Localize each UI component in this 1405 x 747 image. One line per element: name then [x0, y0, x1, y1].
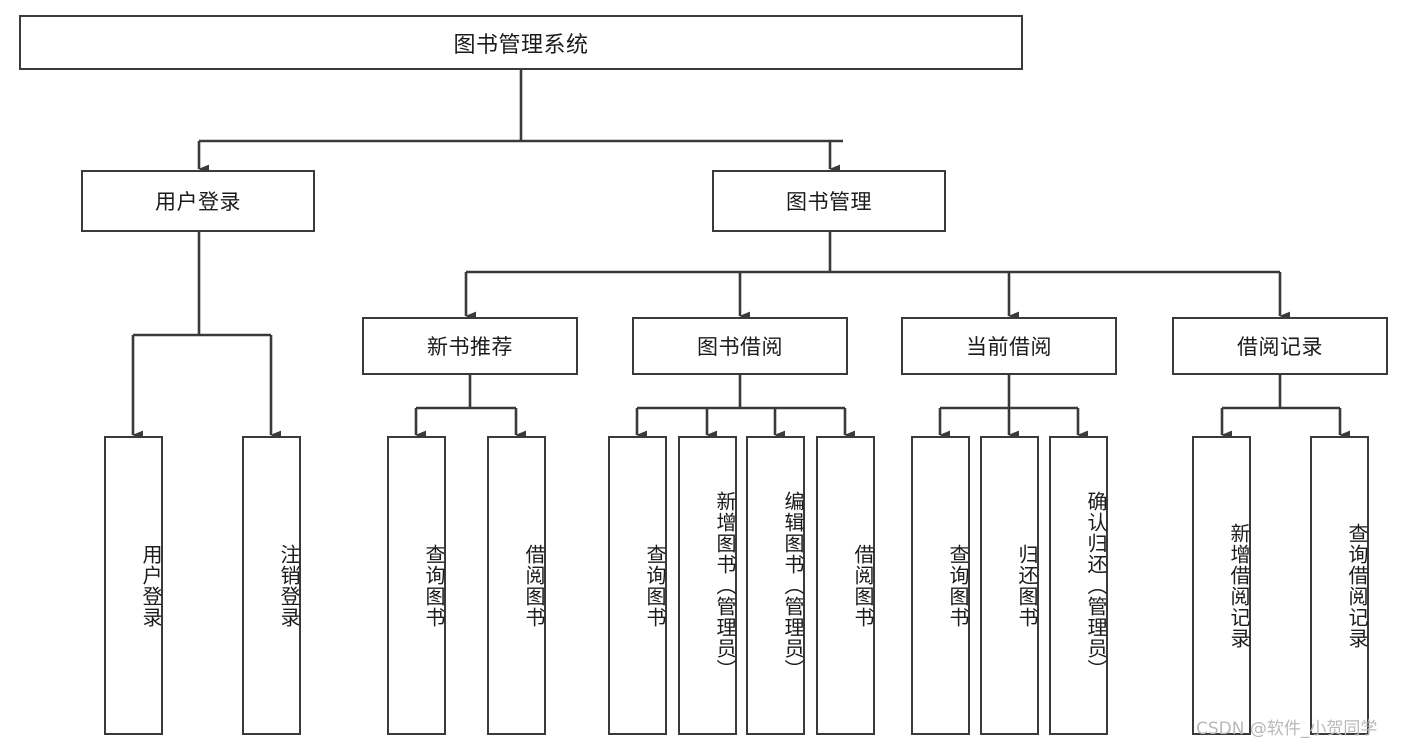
- leaf-current-borrow-return-label: 归还图书: [1015, 543, 1039, 628]
- leaf-new-book-borrow-label: 借阅图书: [522, 543, 546, 628]
- leaf-current-borrow-confirm[interactable]: 确认归还（管理员）: [1049, 436, 1108, 735]
- node-root-system[interactable]: 图书管理系统: [19, 15, 1023, 70]
- leaf-book-borrow-borrow-label: 借阅图书: [851, 543, 875, 628]
- node-book-borrow-label: 图书借阅: [697, 335, 783, 359]
- node-user-login[interactable]: 用户登录: [81, 170, 315, 232]
- leaf-new-book-query-label: 查询图书: [422, 543, 446, 628]
- leaf-book-borrow-borrow[interactable]: 借阅图书: [816, 436, 875, 735]
- node-current-borrow-label: 当前借阅: [966, 335, 1052, 359]
- leaf-new-book-query[interactable]: 查询图书: [387, 436, 446, 735]
- node-new-book-recommend-label: 新书推荐: [427, 335, 513, 359]
- leaf-records-query[interactable]: 查询借阅记录: [1310, 436, 1369, 735]
- leaf-user-login-logout-label: 注销登录: [277, 543, 301, 628]
- leaf-book-borrow-query[interactable]: 查询图书: [608, 436, 667, 735]
- node-book-borrow[interactable]: 图书借阅: [632, 317, 848, 375]
- leaf-records-add[interactable]: 新增借阅记录: [1192, 436, 1251, 735]
- leaf-current-borrow-query-label: 查询图书: [946, 543, 970, 628]
- node-borrow-records[interactable]: 借阅记录: [1172, 317, 1388, 375]
- node-new-book-recommend[interactable]: 新书推荐: [362, 317, 578, 375]
- leaf-records-add-label: 新增借阅记录: [1227, 522, 1251, 649]
- leaf-book-borrow-add-label: 新增图书（管理员）: [713, 491, 737, 680]
- node-user-login-label: 用户登录: [155, 190, 241, 214]
- node-book-manage-label: 图书管理: [786, 190, 872, 214]
- leaf-book-borrow-edit[interactable]: 编辑图书（管理员）: [746, 436, 805, 735]
- node-root-system-label: 图书管理系统: [453, 32, 589, 58]
- leaf-book-borrow-add[interactable]: 新增图书（管理员）: [678, 436, 737, 735]
- leaf-new-book-borrow[interactable]: 借阅图书: [487, 436, 546, 735]
- leaf-current-borrow-return[interactable]: 归还图书: [980, 436, 1039, 735]
- node-borrow-records-label: 借阅记录: [1237, 335, 1323, 359]
- leaf-current-borrow-query[interactable]: 查询图书: [911, 436, 970, 735]
- leaf-user-login-login-label: 用户登录: [139, 543, 163, 628]
- leaf-user-login-logout[interactable]: 注销登录: [242, 436, 301, 735]
- leaf-book-borrow-edit-label: 编辑图书（管理员）: [781, 491, 805, 680]
- node-book-manage[interactable]: 图书管理: [712, 170, 946, 232]
- leaf-book-borrow-query-label: 查询图书: [643, 543, 667, 628]
- leaf-records-query-label: 查询借阅记录: [1345, 522, 1369, 649]
- node-current-borrow[interactable]: 当前借阅: [901, 317, 1117, 375]
- leaf-user-login-login[interactable]: 用户登录: [104, 436, 163, 735]
- leaf-current-borrow-confirm-label: 确认归还（管理员）: [1084, 491, 1108, 680]
